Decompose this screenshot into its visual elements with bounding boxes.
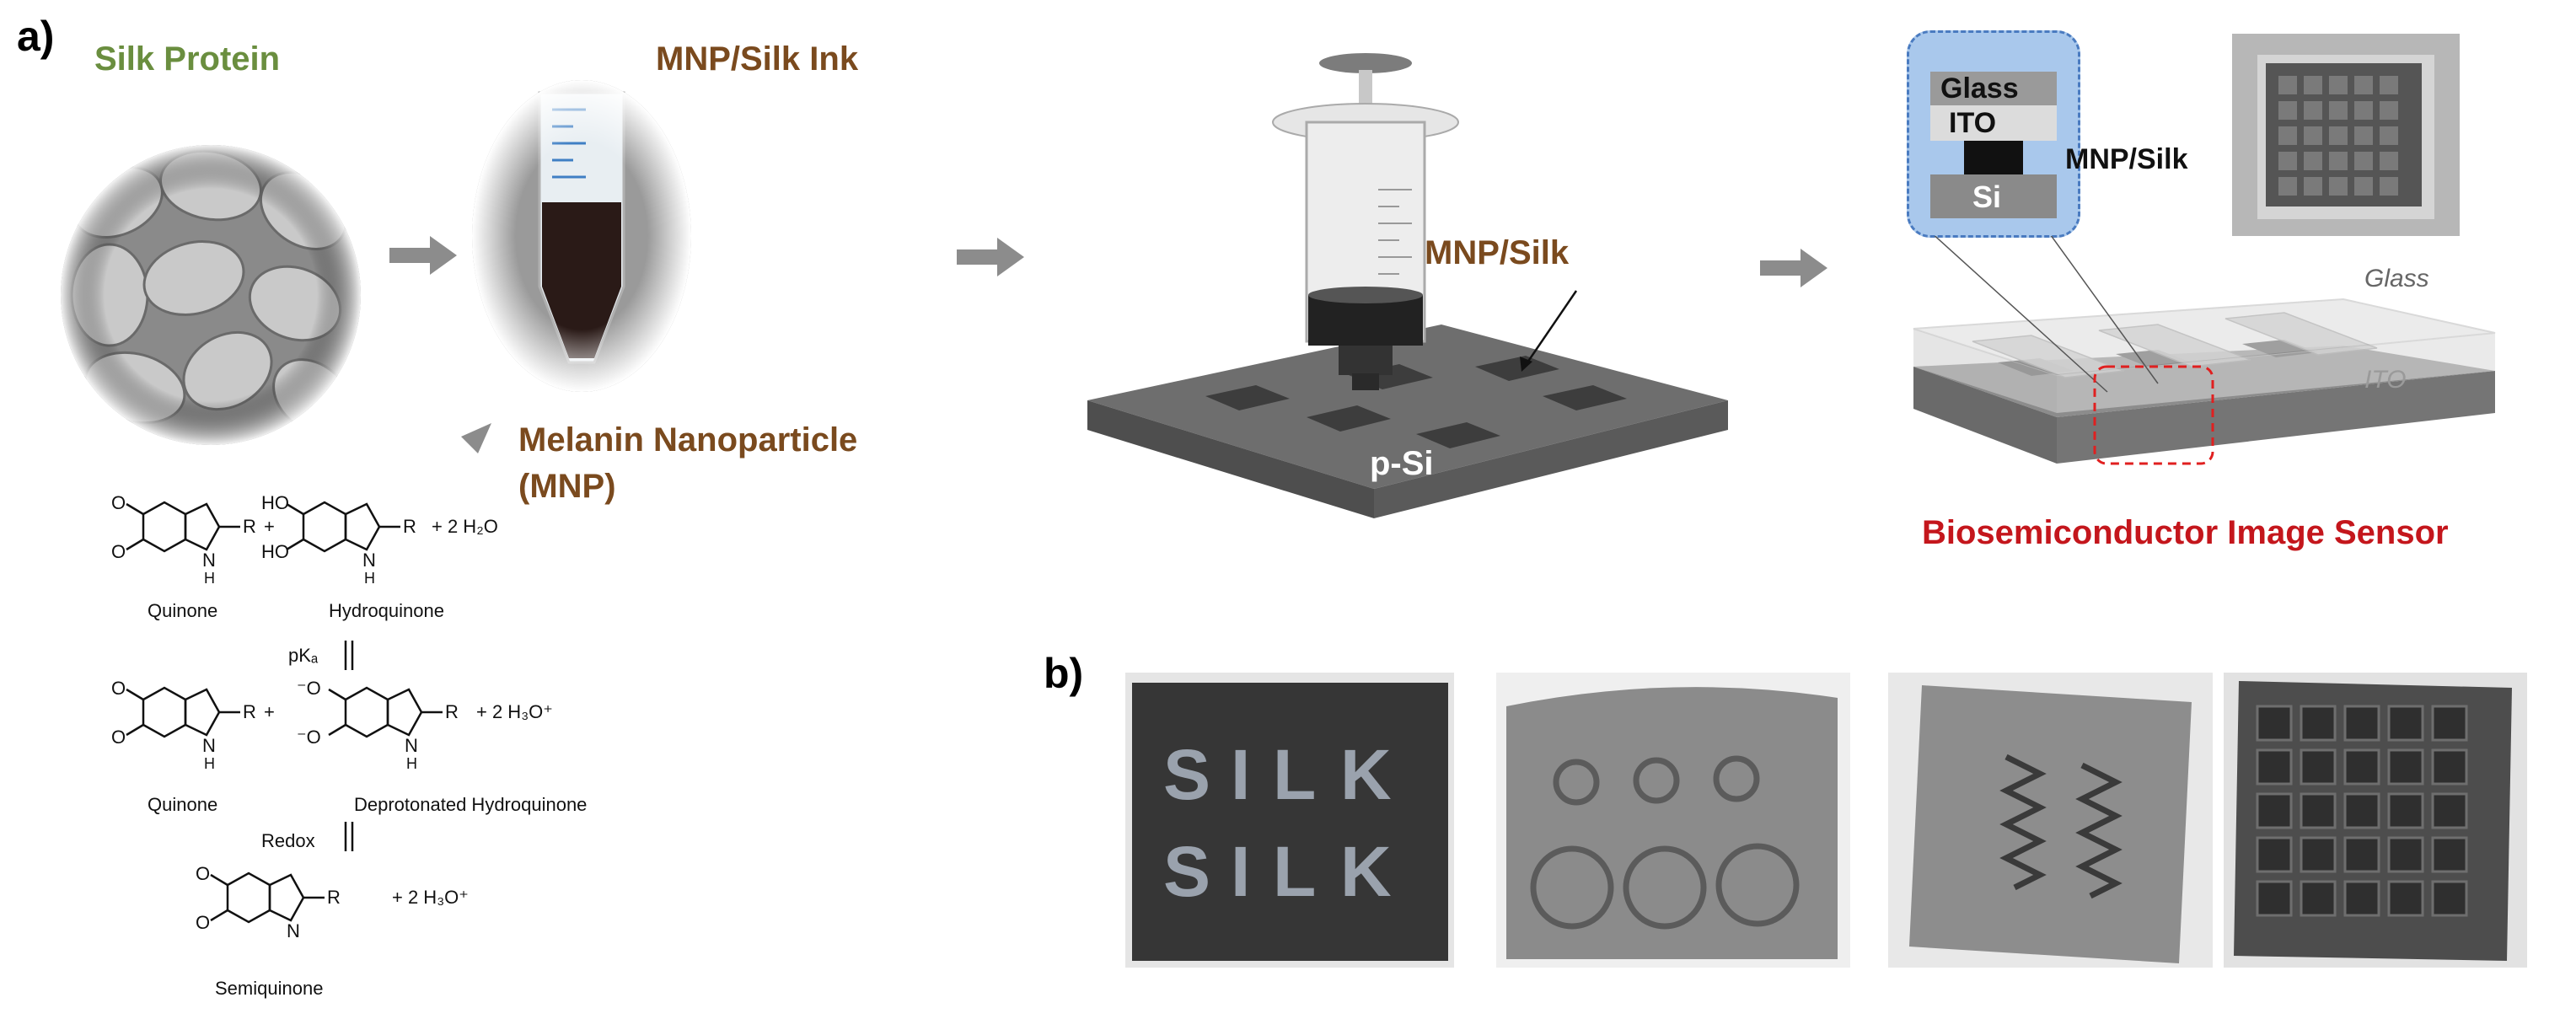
svg-text:H: H (204, 570, 215, 587)
svg-text:Glass: Glass (2364, 265, 2429, 292)
svg-text:R: R (243, 701, 256, 722)
svg-text:N: N (202, 735, 216, 756)
panel-a-label: a) (17, 13, 55, 60)
sensor-photo (2232, 34, 2460, 236)
svg-text:O: O (196, 863, 210, 884)
arrow-icon (1760, 249, 1827, 287)
svg-text:HO: HO (261, 492, 289, 513)
svg-text:Quinone: Quinone (148, 600, 217, 621)
stack-glass-label: Glass (1940, 72, 2019, 105)
si-layer (1930, 174, 2057, 218)
svg-text:Semiquinone: Semiquinone (215, 978, 323, 999)
syringe-mnp-label: MNP/Silk (1425, 234, 1570, 271)
svg-text:H: H (364, 570, 375, 587)
svg-text:Redox: Redox (261, 830, 315, 851)
svg-text:O: O (111, 678, 126, 699)
arrow-icon (957, 238, 1024, 276)
svg-text:+ 2 H₃O⁺: + 2 H₃O⁺ (392, 887, 469, 908)
stack-si-label: Si (1972, 180, 2002, 214)
svg-text:+: + (264, 701, 275, 722)
ink-tube-photo (472, 80, 691, 392)
sensor-title: Biosemiconductor Image Sensor (1922, 514, 2449, 551)
svg-text:+: + (264, 516, 275, 537)
arrow-icon (432, 423, 491, 482)
stack-ito-label: ITO (1949, 107, 1997, 139)
cocoon-photo (61, 145, 361, 445)
substrate-label: p-Si (1370, 445, 1434, 482)
svg-text:R: R (243, 516, 256, 537)
svg-text:Deprotonated Hydroquinone: Deprotonated Hydroquinone (354, 794, 587, 815)
silk-protein-label: Silk Protein (94, 40, 281, 78)
photo-silk-pattern: S I L K S I L K (1125, 673, 1454, 968)
svg-text:R: R (445, 701, 459, 722)
svg-text:⁻O: ⁻O (297, 727, 321, 748)
svg-text:N: N (405, 735, 418, 756)
panel-b-label: b) (1044, 650, 1084, 697)
mnp-label-line2: (MNP) (518, 468, 616, 505)
svg-text:O: O (111, 727, 126, 748)
svg-text:O: O (111, 492, 126, 513)
svg-text:N: N (202, 550, 216, 571)
svg-text:+ 2 H₂O: + 2 H₂O (432, 516, 498, 537)
letter-k: K (1340, 735, 1392, 814)
svg-text:H: H (406, 755, 417, 772)
photo-grid-pattern (2224, 673, 2527, 968)
letter-l: L (1273, 832, 1316, 911)
svg-text:R: R (403, 516, 416, 537)
mnp-silk-layer (1964, 141, 2023, 174)
svg-text:O: O (196, 912, 210, 933)
svg-text:N: N (362, 550, 376, 571)
ink-label: MNP/Silk Ink (656, 40, 859, 78)
letter-l: L (1273, 735, 1316, 814)
melanin-chemistry-scheme: O O R N H + HO HO R N H + 2 H₂O Quinone … (111, 492, 587, 999)
svg-text:ITO: ITO (2364, 366, 2406, 394)
letter-k: K (1340, 832, 1392, 911)
photo-zigzag-pattern (1888, 673, 2213, 968)
letter-s: S (1163, 735, 1210, 814)
svg-text:Hydroquinone: Hydroquinone (329, 600, 444, 621)
svg-text:+ 2 H₃O⁺: + 2 H₃O⁺ (476, 701, 553, 722)
glass-layer (1930, 72, 2057, 105)
letter-i: I (1231, 735, 1250, 814)
svg-text:N: N (287, 920, 300, 941)
svg-text:H: H (204, 755, 215, 772)
svg-text:⁻O: ⁻O (297, 678, 321, 699)
stack-mnp-label: MNP/Silk (2065, 143, 2188, 175)
syringe-printing-illustration (1087, 53, 1728, 518)
letter-i: I (1231, 832, 1250, 911)
device-structure-illustration: Glass ITO (1913, 236, 2496, 465)
mnp-label-line1: Melanin Nanoparticle (518, 421, 858, 459)
svg-text:O: O (111, 541, 126, 562)
svg-text:pKₐ: pKₐ (288, 645, 319, 666)
svg-text:HO: HO (261, 541, 289, 562)
photo-circle-pattern (1496, 673, 1850, 968)
letter-s: S (1163, 832, 1210, 911)
svg-text:R: R (327, 887, 341, 908)
arrow-icon (389, 236, 457, 275)
svg-text:Quinone: Quinone (148, 794, 217, 815)
ito-layer (1930, 105, 2057, 141)
